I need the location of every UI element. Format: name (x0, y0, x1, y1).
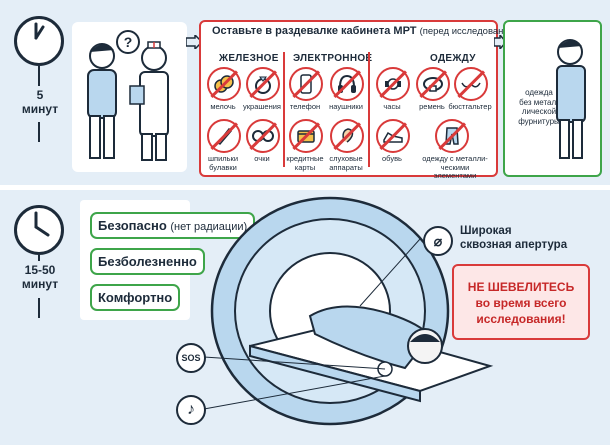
item-label: телефон (289, 102, 321, 111)
sos-button-icon: SOS (176, 343, 206, 373)
duration-label: 15-50 минут (21, 263, 59, 291)
hearing-aid-icon (330, 119, 364, 153)
item-label: наушники (329, 102, 363, 111)
credit-card-icon (289, 119, 323, 153)
headphones-icon (330, 67, 364, 101)
item-label: ремень (419, 102, 445, 111)
divider (368, 52, 370, 167)
shoe-icon (376, 119, 410, 153)
watch-icon (376, 67, 410, 101)
item-label: мелочь (210, 102, 236, 111)
item-label: часы (383, 102, 401, 111)
glasses-icon (246, 119, 280, 153)
item-label: слуховые аппараты (329, 154, 363, 172)
music-note-icon: ♪ (176, 395, 206, 425)
benefit-safe: Безопасно (нет радиации) (90, 212, 256, 239)
clock-icon (14, 205, 64, 255)
phone-icon (289, 67, 323, 101)
item-label: обувь (382, 154, 402, 163)
category-electronic-title: ЭЛЕКТРОННОЕ (293, 53, 373, 64)
patient-doctor-illustration: ? (87, 30, 169, 161)
leave-instruction-title: Оставьте в раздевалке кабинета МРТ (пере… (212, 25, 524, 37)
divider (283, 52, 285, 167)
clock-icon (14, 16, 64, 66)
category-clothes-title: ОДЕЖДУ (430, 53, 476, 64)
mri-scanner-illustration (203, 196, 494, 426)
aperture-icon: ⌀ (423, 226, 453, 256)
patient-gown-illustration (556, 39, 586, 159)
jeans-icon (435, 119, 469, 153)
arrow-right-icon (186, 35, 202, 49)
benefit-painless: Безболезненно (90, 248, 205, 275)
item-label: бюстгальтер (448, 102, 492, 111)
item-label: украшения (243, 102, 281, 111)
coins-icon (207, 67, 241, 101)
svg-text:?: ? (124, 34, 133, 50)
bra-icon (454, 67, 488, 101)
warning-box: НЕ ШЕВЕЛИТЕСЬ во время всего исследовани… (452, 264, 590, 340)
allowed-clothing-text: одежда без метал- лической фурнитуры (518, 88, 560, 126)
category-metal-title: ЖЕЛЕЗНОЕ (219, 53, 279, 64)
benefit-comfortable: Комфортно (90, 284, 181, 311)
belt-icon (416, 67, 450, 101)
item-label: очки (254, 154, 270, 163)
item-label: шпильки булавки (207, 154, 239, 172)
item-label: кредитные карты (286, 154, 324, 172)
ring-icon (246, 67, 280, 101)
duration-label: 5 минут (21, 88, 59, 116)
item-label: одежду с металли- ческими элементами (422, 154, 488, 180)
aperture-label: Широкая сквозная апертура (460, 225, 568, 251)
hairpin-icon (207, 119, 241, 153)
